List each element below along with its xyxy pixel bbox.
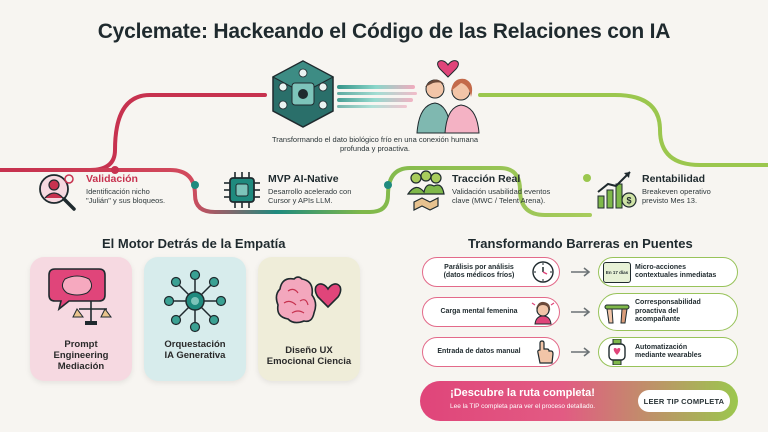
card-label: Orquestación IA Generativa [144,339,246,361]
svg-text:$: $ [626,196,631,206]
step-desc: Identificación nicho "Julián" y sus bloq… [86,187,196,205]
calendar-text: En 17 días [605,270,629,275]
step-desc-line: Identificación nicho [86,187,150,196]
step-desc-line: previsto Mes 13. [642,196,698,205]
step-desc-line: Desarrollo acelerado con [268,187,352,196]
card-prompt-engineering: Prompt Engineering Mediación [30,257,132,381]
step-desc: Breakeven operativo previsto Mes 13. [642,187,762,205]
bridge-text: Micro-acciones contextuales inmediatas [635,264,716,281]
barrier-text-line: Carga mental femenina [440,307,518,315]
timeline-step-rentabilidad: Rentabilidad Breakeven operativo previst… [642,173,762,205]
barrier-text: Carga mental femenina [431,308,527,317]
timeline-step-traccion: Tracción Real Validación usabilidad even… [452,173,582,205]
stressed-woman-icon [531,301,555,325]
barrier-text-line: Parálisis por análisis [444,263,514,271]
bridge-text-line: Micro-acciones [635,263,686,271]
card-label-line: IA Generativa [164,350,226,361]
clock-calendar-icon [532,261,554,283]
cta-title: ¡Descubre la ruta completa! [450,387,595,399]
arrow-right-icon [571,267,591,277]
bridge-text-line: acompañante [635,316,681,324]
title-rest: Hackeando el Código de las Relaciones co… [213,20,671,43]
smartwatch-icon [608,339,626,365]
card-label: Diseño UX Emocional Ciencia [258,345,360,367]
bridge-text-line: proactiva del [635,307,679,315]
card-label-line: Prompt [64,339,98,350]
card-label-line: Emocional Ciencia [266,356,352,367]
step-title: Tracción Real [452,173,521,185]
card-label: Prompt Engineering Mediación [30,339,132,372]
card-orquestacion: Orquestación IA Generativa [144,257,246,381]
card-label-line: Orquestación [164,339,226,350]
arrow-right-icon [571,307,591,317]
timeline-step-validacion: Validación Identificación nicho "Julián"… [86,173,196,205]
bridge-text: Automatización mediante wearables [635,344,702,361]
engine-section-title: El Motor Detrás de la Empatía [102,236,286,251]
lifting-hands-icon [604,304,630,324]
barrier-text: Entrada de datos manual [431,348,527,357]
title-brand: Cyclemate: [97,20,208,43]
step-desc-line: Validación usabilidad eventos [452,187,551,196]
bridge-text-line: contextuales inmediatas [635,272,717,279]
hero-illustration [271,60,480,134]
step-desc-line: Cursor y APIs LLM. [268,196,333,205]
step-desc: Desarrollo acelerado con Cursor y APIs L… [268,187,386,205]
chip-icon [224,172,260,208]
barrier-entrada-datos: Entrada de datos manual [422,337,560,367]
step-desc-line: Breakeven operativo [642,187,711,196]
barrier-text: Parálisis por análisis (datos médicos fr… [431,264,527,281]
barrier-text-line: (datos médicos fríos) [443,272,515,279]
cta-banner: ¡Descubre la ruta completa! Lee la TIP c… [420,381,738,421]
bridge-text-line: mediante wearables [635,352,702,359]
calendar-icon: En 17 días [603,262,631,283]
timeline-step-mvp: MVP AI-Native Desarrollo acelerado con C… [268,173,386,205]
card-diseno-ux: Diseño UX Emocional Ciencia [258,257,360,381]
step-title: Validación [86,173,138,185]
card-label-line: Diseño UX [285,345,333,356]
arrow-right-icon [571,347,591,357]
growth-chart-icon: $ [597,171,637,209]
step-desc-line: "Julián" y sus bloqueos. [86,196,166,205]
hero-caption: Transformando el dato biológico frío en … [271,135,479,153]
group-handshake-icon [406,170,445,211]
barrier-text-line: Entrada de datos manual [437,347,521,355]
cta-subtitle: Lee la TIP completa para ver el proceso … [449,403,595,410]
hand-touch-icon [537,340,554,364]
bridge-text-line: Corresponsabilidad [635,299,701,307]
speech-bubble-scale-icon [48,268,112,325]
barriers-section-title: Transformando Barreras en Puentes [468,236,693,251]
network-nodes-icon [163,269,227,333]
step-desc: Validación usabilidad eventos clave (MWC… [452,187,582,205]
step-title: Rentabilidad [642,173,706,185]
card-label-line: Engineering [53,350,109,361]
user-search-icon [39,174,76,211]
read-tip-button[interactable]: LEER TIP COMPLETA [638,390,730,412]
bridge-text: Corresponsabilidad proactiva del acompañ… [635,299,701,325]
bridge-text-line: Automatización [635,343,688,351]
step-desc-line: clave (MWC / Telent Arena). [452,196,546,205]
step-title: MVP AI-Native [268,173,339,185]
card-label-line: Mediación [57,361,105,372]
brain-heart-icon [275,276,342,324]
page-title: Cyclemate: Hackeando el Código de las Re… [0,20,768,44]
